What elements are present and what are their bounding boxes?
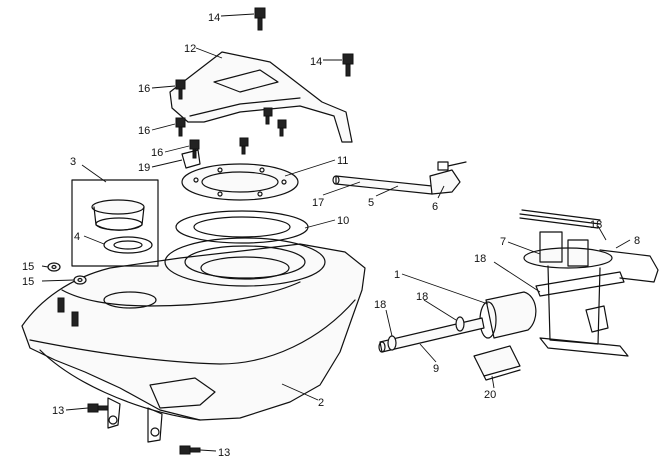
bolts bbox=[175, 7, 354, 169]
callout-15-upper: 15 bbox=[22, 261, 34, 273]
callout-15-lower: 15 bbox=[22, 276, 34, 288]
callout-4: 4 bbox=[74, 231, 80, 243]
callout-18-middle: 18 bbox=[474, 253, 486, 265]
bracket bbox=[169, 51, 353, 143]
callout-16-upper: 16 bbox=[138, 83, 150, 95]
callout-8: 8 bbox=[634, 235, 640, 247]
callout-14-right: 14 bbox=[310, 56, 322, 68]
pump-filter-sock bbox=[473, 345, 521, 381]
callout-6: 6 bbox=[432, 201, 438, 213]
fuel-filter bbox=[479, 271, 625, 339]
callout-3: 3 bbox=[70, 156, 76, 168]
callout-11: 11 bbox=[337, 155, 348, 167]
callout-16-lower: 16 bbox=[151, 147, 163, 159]
callout-18-left: 18 bbox=[374, 299, 386, 311]
callout-13-left: 13 bbox=[52, 405, 64, 417]
callout-10: 10 bbox=[337, 215, 349, 227]
fuel-cap-group bbox=[71, 179, 159, 267]
callout-16-middle: 16 bbox=[138, 125, 150, 137]
flange-plate bbox=[181, 163, 299, 201]
callout-20: 20 bbox=[484, 389, 496, 401]
callout-1: 1 bbox=[394, 269, 400, 281]
leader-lines bbox=[41, 13, 631, 452]
callout-14-top: 14 bbox=[208, 12, 220, 24]
callout-18-top: 18 bbox=[590, 219, 602, 231]
fuel-hose bbox=[378, 316, 485, 353]
callout-9: 9 bbox=[433, 363, 439, 375]
callout-7: 7 bbox=[500, 236, 506, 248]
callout-18-right: 18 bbox=[416, 291, 428, 303]
mounting-ring bbox=[164, 210, 326, 287]
fuel-tank bbox=[21, 243, 366, 443]
callout-19: 19 bbox=[138, 162, 150, 174]
callout-labels: 14 14 12 16 16 16 19 3 4 11 10 17 5 6 15… bbox=[22, 12, 640, 459]
callout-12: 12 bbox=[184, 43, 196, 55]
callout-17: 17 bbox=[312, 197, 324, 209]
fuel-pump-assembly bbox=[519, 209, 659, 357]
callout-13-bottom: 13 bbox=[218, 447, 230, 459]
callout-5: 5 bbox=[368, 197, 374, 209]
vent-pipe bbox=[332, 161, 467, 195]
callout-2: 2 bbox=[318, 397, 324, 409]
